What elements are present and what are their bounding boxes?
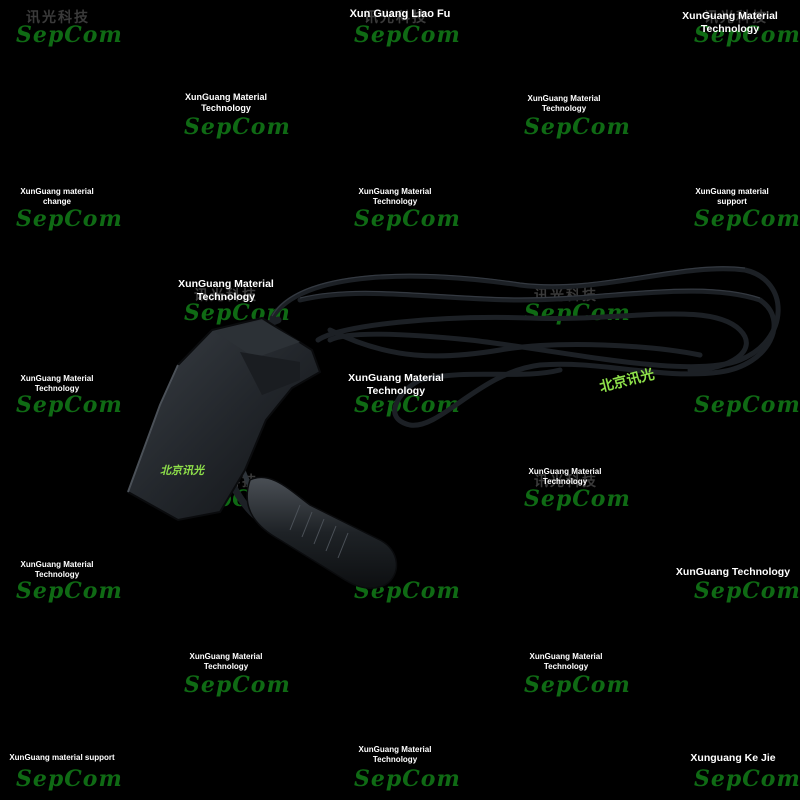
watermark-text: XunGuang Material Technology [20, 374, 94, 393]
watermark-text: XunGuang material support [695, 187, 769, 206]
watermark-text: XunGuang Material Technology [682, 10, 778, 36]
watermark-text: XunGuang Material Technology [528, 467, 602, 486]
housing-print-label: 北京讯光 [160, 464, 206, 477]
watermark-text: XunGuang Material Technology [178, 278, 274, 304]
sensor-housing [126, 316, 322, 522]
watermark-text: XunGuang Technology [675, 566, 791, 578]
watermark-text: XunGuang Material Technology [529, 652, 603, 671]
watermark-text: XunGuang Material Technology [184, 92, 267, 114]
watermark-text: Xunguang Ke Jie [690, 752, 776, 764]
cable-plug [246, 476, 398, 589]
watermark-text: XunGuang Material Technology [358, 745, 432, 764]
watermark-text: Xun Guang Liao Fu [349, 8, 451, 20]
watermark-text: XunGuang Material Technology [348, 372, 444, 398]
watermark-text: XunGuang material change [20, 187, 94, 206]
watermark-text: XunGuang material support [9, 753, 115, 762]
cable [269, 266, 781, 428]
watermark-text: XunGuang Material Technology [358, 187, 432, 206]
watermark-text: XunGuang Material Technology [527, 94, 601, 113]
watermark-text: XunGuang Material Technology [20, 560, 94, 579]
watermark-text: XunGuang Material Technology [189, 652, 263, 671]
